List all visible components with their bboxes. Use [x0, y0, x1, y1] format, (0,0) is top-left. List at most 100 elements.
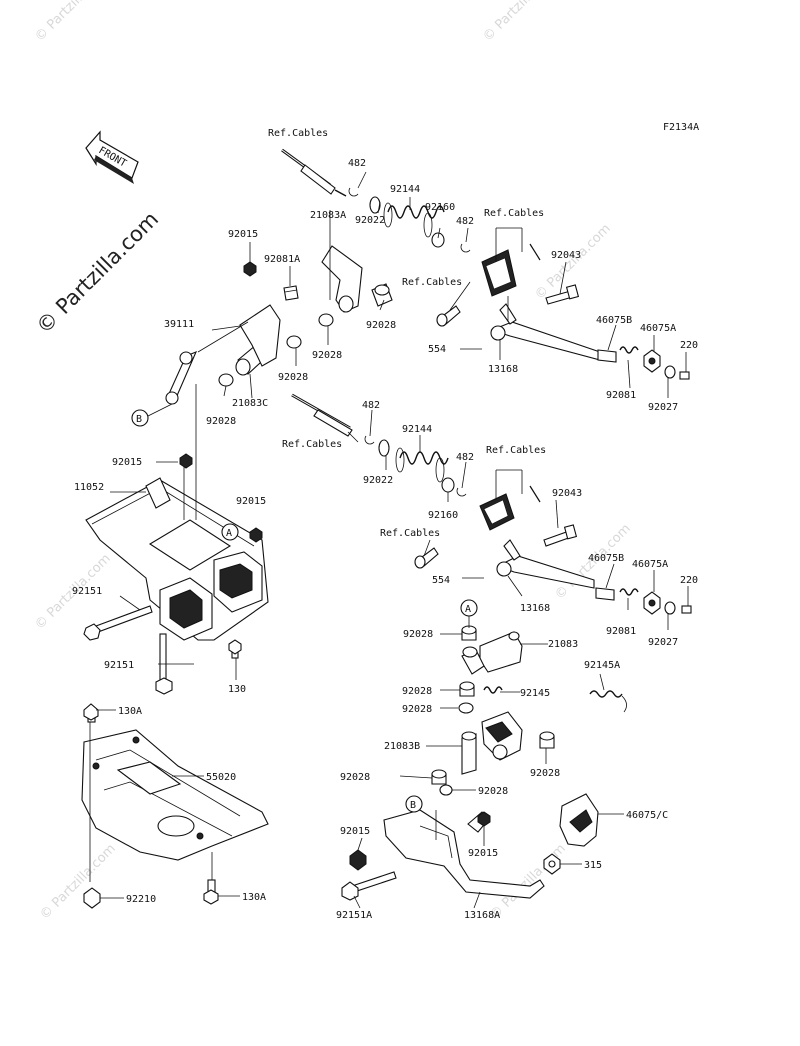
skid-plate-55020-icon [81, 720, 269, 882]
label-130: 130 [228, 684, 246, 695]
label-92028: 92028 [312, 350, 342, 361]
bolt-130a-icon [203, 879, 219, 905]
ref-circle-a: A [460, 599, 478, 628]
clip-482-icon [364, 435, 375, 445]
upper-cable-rod [281, 148, 347, 197]
pedal-pad-46075c-icon [559, 793, 599, 847]
bushing-92028-icon [431, 769, 447, 785]
cable-bracket-icon [479, 469, 541, 531]
leader-lines [96, 171, 689, 909]
label-554: 554 [428, 344, 446, 355]
label-92028: 92028 [402, 704, 432, 715]
label-46075a: 46075A [632, 559, 668, 570]
label-482: 482 [362, 400, 380, 411]
nut-92015-icon [477, 811, 491, 827]
label-92145a: 92145A [584, 660, 620, 671]
ref-a-label: A [226, 528, 232, 539]
pin-ref-cables-icon [436, 305, 461, 327]
bolt-46075b-icon [597, 349, 617, 363]
label-92027: 92027 [648, 402, 678, 413]
lever-21083-icon [461, 631, 523, 675]
ref-circle-b: B [131, 403, 173, 427]
bolt-46075b-icon [595, 587, 615, 601]
label-ref-cables: Ref.Cables [402, 277, 462, 288]
frame-11052-icon [85, 384, 269, 641]
ref-circle-a: A [221, 523, 239, 541]
bolt-220-icon [681, 605, 692, 614]
label-21083b: 21083B [384, 741, 420, 752]
label-ref-cables: Ref.Cables [282, 439, 342, 450]
bolt-92081a-icon [283, 285, 299, 301]
cylinder-92028-icon [371, 283, 393, 307]
bolt-92043-icon [543, 524, 578, 547]
bracket-39111-icon [165, 304, 281, 405]
spring-92144-icon [395, 447, 449, 483]
part-labels: Ref.Cables 482 92144 92160 21083A 92022 … [72, 128, 698, 921]
collar-92027-icon [664, 601, 676, 615]
label-92144: 92144 [390, 184, 420, 195]
spring-92145-icon [483, 686, 503, 694]
nut-92015-icon [243, 261, 257, 277]
label-92022: 92022 [355, 215, 385, 226]
label-ref-cables: Ref.Cables [486, 445, 546, 456]
label-92151a: 92151A [336, 910, 372, 921]
label-482: 482 [456, 216, 474, 227]
lever-21083b-icon [461, 711, 523, 775]
bolt-130a-icon [83, 703, 99, 723]
bolt-92151-icon [83, 605, 153, 641]
label-92210: 92210 [126, 894, 156, 905]
collar-92160-icon [441, 477, 455, 493]
pin-ref-cables-icon [414, 547, 439, 569]
ref-circle-b: B [405, 795, 423, 813]
spring-92081-icon [619, 346, 639, 354]
bolt-92151-icon [155, 633, 173, 695]
label-92022: 92022 [363, 475, 393, 486]
label-92028: 92028 [403, 629, 433, 640]
label-92081: 92081 [606, 626, 636, 637]
bolt-130-icon [228, 639, 242, 659]
label-92028: 92028 [530, 768, 560, 779]
label-ref-cables: Ref.Cables [484, 208, 544, 219]
clip-482-icon [348, 187, 359, 197]
label-11052: 11052 [74, 482, 104, 493]
label-92015: 92015 [236, 496, 266, 507]
label-220: 220 [680, 340, 698, 351]
label-92015: 92015 [468, 848, 498, 859]
label-92145: 92145 [520, 688, 550, 699]
label-13168a: 13168A [464, 910, 500, 921]
label-13168: 13168 [520, 603, 550, 614]
shift-shaft-13168-icon [490, 296, 601, 361]
label-92015: 92015 [228, 229, 258, 240]
bolt-92151a-icon [341, 871, 397, 901]
washer-46075a-icon [643, 591, 661, 615]
label-92151: 92151 [72, 586, 102, 597]
label-92043: 92043 [552, 488, 582, 499]
collar-92160-icon [431, 232, 445, 248]
label-92028: 92028 [340, 772, 370, 783]
label-92043: 92043 [551, 250, 581, 261]
label-21083a: 21083A [310, 210, 346, 221]
label-39111: 39111 [164, 319, 194, 330]
nut-92015-icon [179, 453, 193, 469]
ref-a-label: A [465, 604, 471, 615]
label-92028: 92028 [402, 686, 432, 697]
spring-92144-icon [383, 202, 445, 238]
label-46075b: 46075B [596, 315, 632, 326]
label-130a: 130A [242, 892, 266, 903]
spring-92145a-icon [589, 690, 627, 713]
watermark-small: © Partzilla.com [32, 0, 114, 45]
watermark-small: © Partzilla.com [37, 841, 119, 923]
nut-315-icon [543, 853, 561, 875]
clip-482-icon [460, 243, 471, 253]
nut-92015-icon [249, 527, 263, 543]
ref-b-label: B [136, 414, 142, 425]
front-arrow-icon: FRONT [85, 130, 139, 184]
brake-pedal-13168a-icon [383, 809, 545, 899]
lever-21083a-icon [321, 245, 363, 313]
label-92027: 92027 [648, 637, 678, 648]
label-130a: 130A [118, 706, 142, 717]
cable-bracket-icon [481, 227, 541, 297]
label-92028: 92028 [366, 320, 396, 331]
washer-92022-icon [369, 196, 381, 214]
bushing-92028-icon [461, 625, 477, 641]
